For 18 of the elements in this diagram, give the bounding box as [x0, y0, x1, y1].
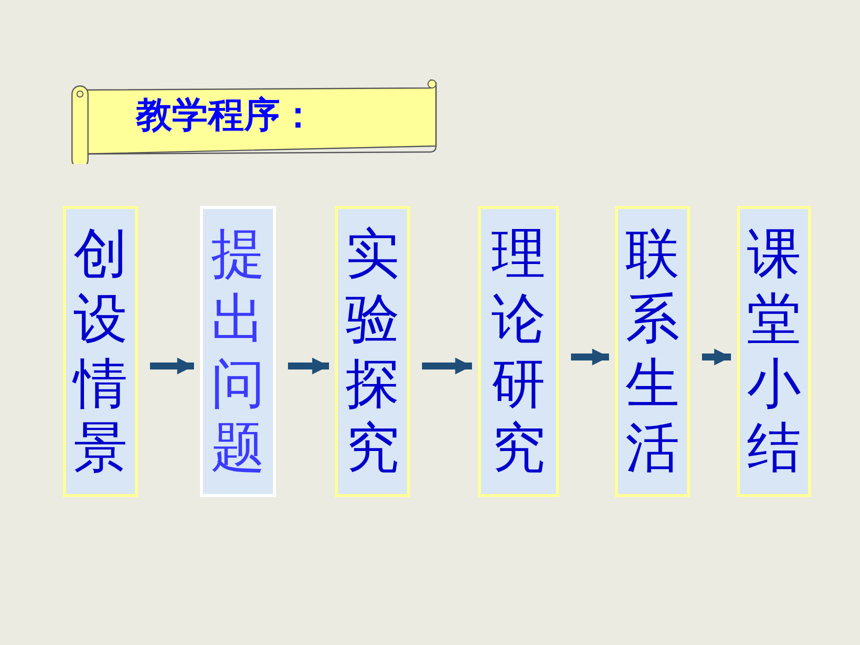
arrow	[288, 358, 329, 374]
arrow	[571, 348, 609, 366]
step-label: 联系生活	[626, 222, 680, 482]
banner-title: 教学程序：	[136, 94, 316, 138]
step-box	[335, 206, 410, 497]
step-label: 提出问题	[211, 222, 265, 482]
step-box	[615, 206, 690, 497]
step-box	[478, 206, 559, 497]
arrow	[422, 358, 472, 374]
step-box	[63, 206, 138, 497]
step-box	[737, 206, 811, 497]
step-label: 课堂小结	[747, 222, 801, 482]
arrow	[150, 358, 194, 374]
arrow	[702, 348, 731, 366]
step-label: 创设情景	[74, 222, 128, 482]
step-box	[200, 206, 276, 497]
step-label: 理论研究	[492, 222, 546, 482]
step-label: 实验探究	[346, 222, 400, 482]
